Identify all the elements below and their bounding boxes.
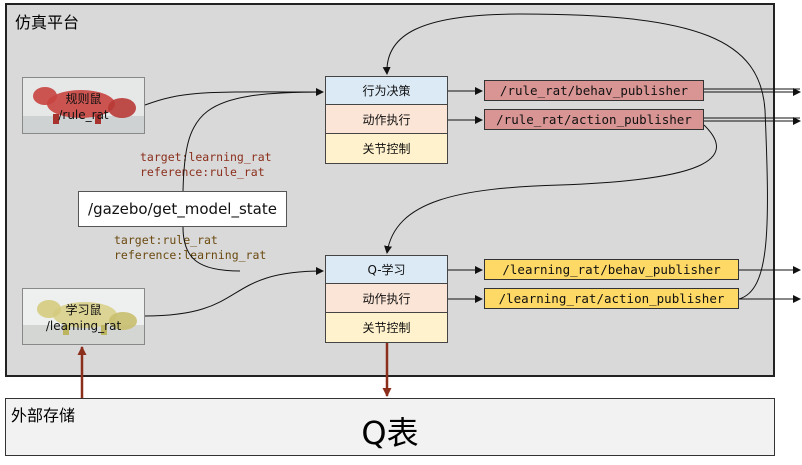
learning-to-rule-feedback: [382, 13, 768, 300]
external-storage: 外部存储 Q表: [5, 398, 775, 456]
external-storage-title: 外部存储: [11, 406, 76, 425]
simulation-platform-title: 仿真平台: [15, 13, 80, 32]
learning-rat-label: 学习鼠 /leaming_rat: [23, 302, 144, 334]
service-link-upper: [182, 91, 324, 192]
rule-rat-topic: /rule_rat: [58, 108, 109, 122]
rule-joint-module: 关节控制: [325, 134, 448, 164]
rule-to-learning-feedback: [384, 124, 717, 254]
rule-rat-node: 规则鼠 /rule_rat: [22, 77, 145, 134]
learning-rat-node: 学习鼠 /leaming_rat: [22, 288, 145, 345]
rule-rat-to-decision: [144, 87, 324, 106]
learning-joint-module: 关节控制: [325, 313, 448, 343]
learning-action-module: 动作执行: [325, 284, 448, 313]
rule-rat-name: 规则鼠: [65, 92, 102, 106]
upper-annotation: target:learning_rat reference:rule_rat: [140, 150, 272, 180]
rule-decision-module: 行为决策: [325, 76, 448, 105]
rule-action-publisher: /rule_rat/action_publisher: [484, 109, 704, 130]
learning-decision-module: Q-学习: [325, 255, 448, 284]
get-model-state-service: /gazebo/get_model_state: [78, 191, 287, 227]
learning-rat-name: 学习鼠: [65, 303, 102, 317]
learning-rat-to-qlearning: [144, 267, 324, 317]
learning-rat-image: [23, 289, 144, 344]
service-link-lower: [182, 226, 241, 272]
rule-rat-image: [23, 78, 144, 133]
q-table-label: Q表: [361, 414, 419, 452]
learning-rat-topic: /leaming_rat: [45, 319, 122, 333]
upper-target: target:learning_rat: [140, 150, 272, 164]
rule-behav-publisher: /rule_rat/behav_publisher: [484, 80, 704, 101]
upper-reference: reference:rule_rat: [140, 165, 265, 179]
rule-rat-label: 规则鼠 /rule_rat: [23, 91, 144, 123]
learning-action-publisher: /learning_rat/action_publisher: [484, 288, 739, 309]
learning-behav-publisher: /learning_rat/behav_publisher: [484, 259, 739, 280]
lower-target: target:rule_rat: [114, 233, 218, 247]
rule-action-module: 动作执行: [325, 105, 448, 134]
